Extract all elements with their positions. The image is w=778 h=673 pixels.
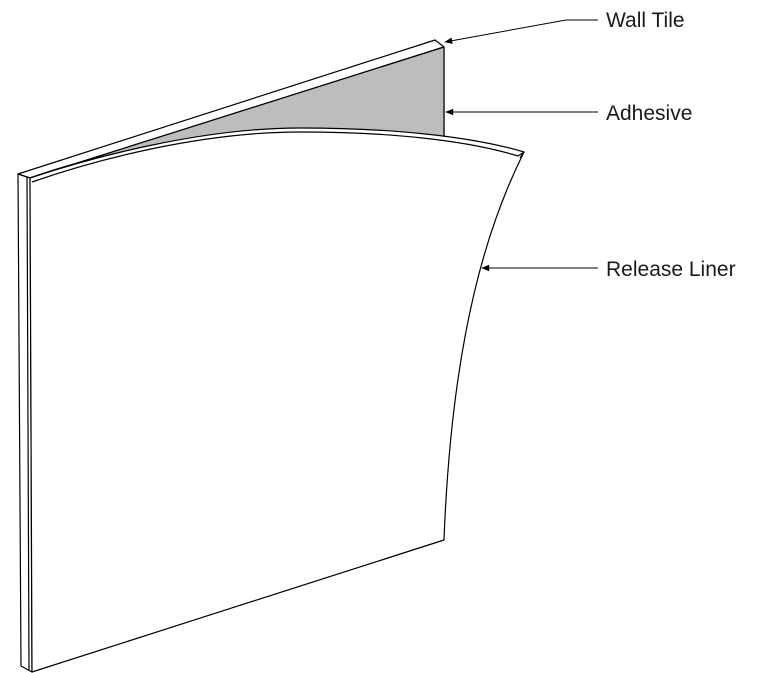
release-liner-label: Release Liner xyxy=(606,258,736,281)
release-liner-part xyxy=(29,127,525,673)
release-liner-edge-line xyxy=(31,131,519,183)
wall-tile-part xyxy=(17,39,445,673)
wall-tile-leader xyxy=(444,19,598,44)
wall-tile-left-inner-line xyxy=(26,176,30,671)
release-liner-corner-curl xyxy=(517,151,525,159)
adhesive-label: Adhesive xyxy=(606,102,692,125)
wall-tile-label: Wall Tile xyxy=(606,9,685,32)
release-liner-sheet xyxy=(29,127,525,673)
